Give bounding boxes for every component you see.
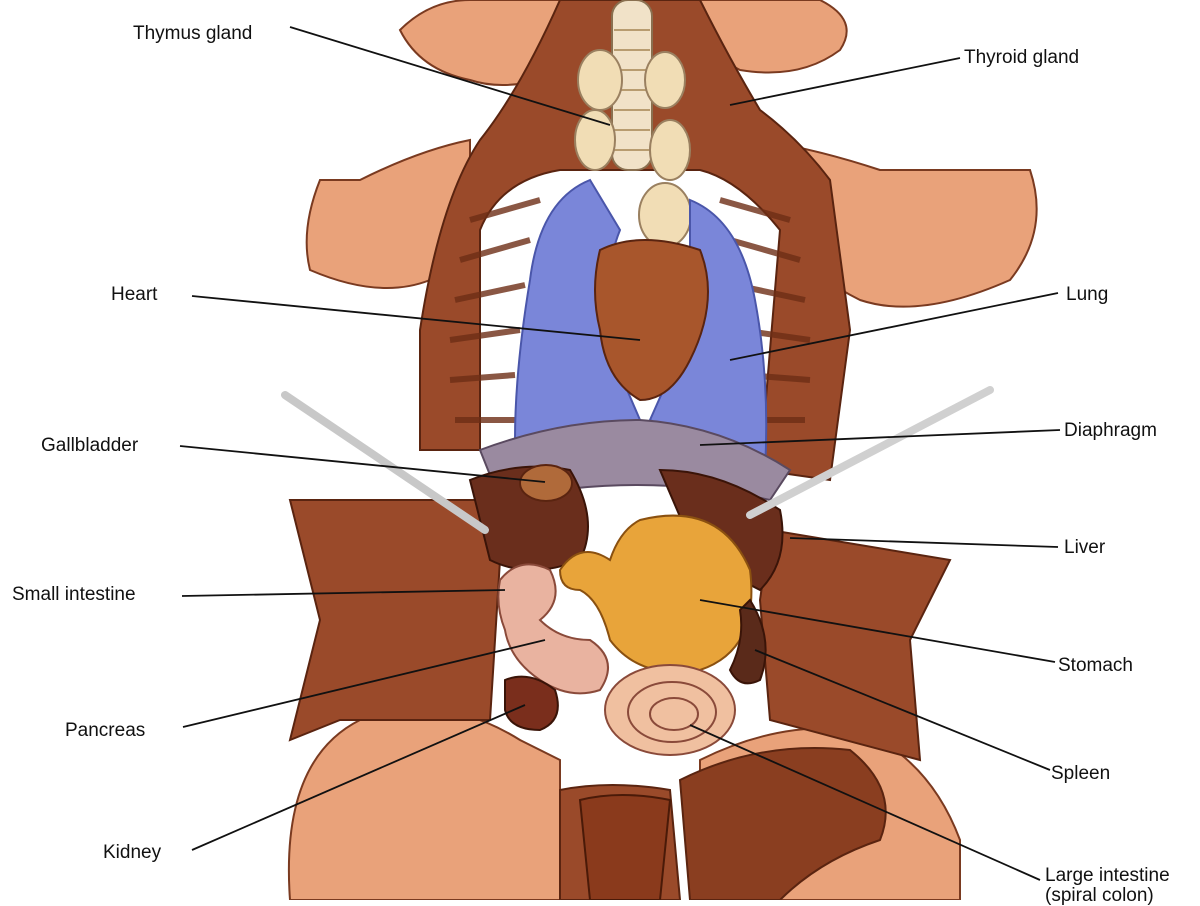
leader-small-intestine (181, 589, 506, 597)
leader-liver (789, 537, 1059, 548)
leader-kidney (191, 704, 526, 851)
left-abdominal-flap (288, 499, 502, 742)
leader-lung (729, 292, 1059, 361)
label-heart: Heart (111, 284, 158, 305)
leader-lines (179, 26, 1061, 881)
spiral-colon-organ (604, 664, 736, 756)
leader-pancreas (182, 639, 546, 728)
label-thyroid-gland: Thyroid gland (964, 47, 1080, 68)
spleen-organ (728, 598, 767, 685)
leader-large-intestine (689, 724, 1041, 881)
neck-muscle (419, 0, 852, 482)
left-probe (281, 391, 489, 534)
label-thymus-gland: Thymus gland (133, 23, 253, 44)
label-large-intestine-line2: (spiral colon) (1045, 885, 1154, 906)
label-spleen: Spleen (1051, 763, 1111, 784)
label-diaphragm: Diaphragm (1064, 420, 1157, 441)
left-ribs (449, 197, 541, 423)
lower-body-skin (287, 707, 561, 900)
leader-heart (191, 295, 641, 341)
right-abdominal-flap (758, 528, 952, 762)
label-stomach: Stomach (1058, 655, 1133, 676)
leader-spleen (754, 649, 1051, 771)
leader-diaphragm (699, 429, 1061, 446)
label-large-intestine-line1: Large intestine (1045, 865, 1170, 886)
heart-organ (594, 239, 709, 402)
leader-thymus (289, 26, 611, 126)
label-gallbladder: Gallbladder (41, 435, 139, 456)
right-probe (746, 386, 994, 519)
trachea (611, 0, 653, 171)
right-lung (648, 198, 768, 472)
lungs (513, 178, 768, 472)
muscle-walls (419, 0, 852, 482)
label-liver: Liver (1064, 537, 1106, 558)
label-kidney: Kidney (103, 842, 162, 863)
retractor-probes (281, 386, 994, 534)
leader-thyroid (729, 57, 961, 106)
stomach-organ (558, 514, 753, 673)
label-pancreas: Pancreas (65, 720, 146, 741)
thymus-gland-organ (574, 49, 692, 248)
kidney-organ (504, 675, 559, 732)
leader-stomach (699, 599, 1056, 663)
umbilical-cord (578, 794, 672, 900)
label-small-intestine: Small intestine (12, 584, 136, 605)
label-lung: Lung (1066, 284, 1109, 305)
small-intestine-organ (497, 563, 609, 695)
gallbladder-organ (519, 464, 573, 502)
leader-gallbladder (179, 445, 546, 483)
label-large-intestine: Large intestine (spiral colon) (1045, 866, 1170, 906)
